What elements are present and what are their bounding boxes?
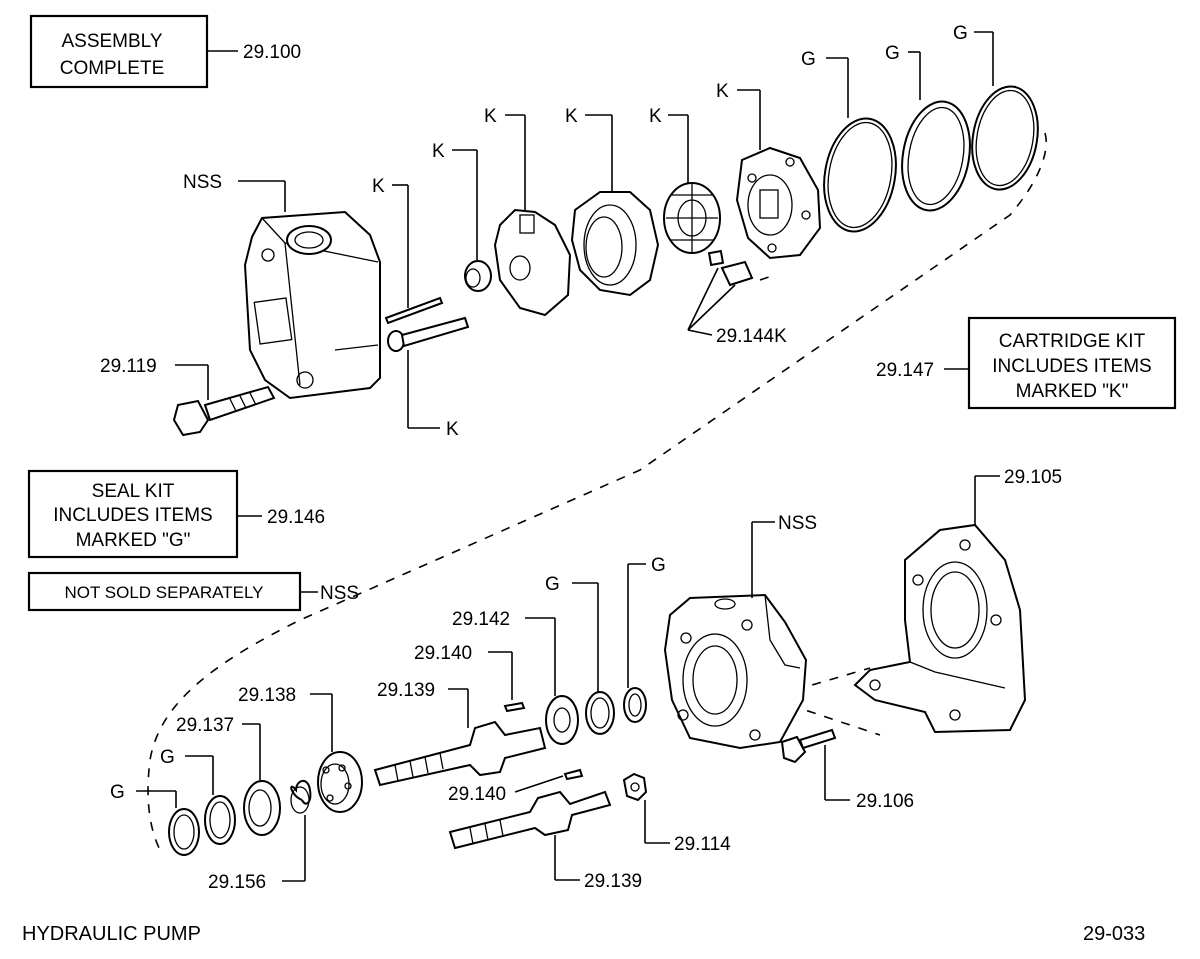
label-k-7: K [716, 81, 729, 102]
label-29-140a: 29.140 [414, 643, 472, 664]
shaft-seal-g1 [623, 687, 647, 723]
svg-text:MARKED "K": MARKED "K" [1016, 381, 1129, 402]
label-g-3: G [953, 23, 968, 44]
label-29-147: 29.147 [876, 360, 934, 381]
screw-29-106 [780, 728, 837, 764]
pin-screw [387, 316, 470, 352]
label-k-2: K [446, 419, 459, 440]
backup-ring [901, 100, 971, 212]
svg-text:CARTRIDGE KIT: CARTRIDGE KIT [999, 331, 1146, 352]
snap-ring-29-156 [290, 780, 312, 814]
svg-text:ASSEMBLY: ASSEMBLY [61, 31, 162, 52]
label-k-3: K [432, 141, 445, 162]
bolt-29-119 [172, 385, 276, 437]
label-29-106: 29.106 [856, 791, 914, 812]
o-ring-g6 [204, 795, 236, 845]
label-29-142: 29.142 [452, 609, 510, 630]
shaft-29-139b [448, 790, 612, 850]
key-29-140a [503, 701, 526, 713]
label-29-146: 29.146 [267, 507, 325, 528]
pressure-plate [493, 208, 572, 317]
svg-text:INCLUDES ITEMS: INCLUDES ITEMS [53, 505, 212, 526]
washer-29-142 [545, 695, 579, 745]
seal-29-137 [243, 780, 281, 836]
svg-text:SEAL KIT: SEAL KIT [92, 481, 175, 502]
bushing [464, 260, 492, 292]
nut-29-114 [622, 772, 648, 802]
label-29-140b: 29.140 [448, 784, 506, 805]
pump-housing [243, 210, 381, 400]
label-29-105: 29.105 [1004, 467, 1062, 488]
label-29-138: 29.138 [238, 685, 296, 706]
pin-long [384, 296, 444, 325]
not-sold-separately-box: NOT SOLD SEPARATELY [27, 571, 302, 612]
label-g-4: G [651, 555, 666, 576]
assembly-complete-box: ASSEMBLY COMPLETE [29, 14, 209, 89]
bearing-29-138 [317, 751, 363, 813]
vanes [707, 249, 754, 287]
shaft-29-139a [373, 720, 547, 787]
shaft-seal-g2 [585, 691, 615, 735]
diagram-code: 29-033 [1083, 923, 1145, 945]
front-housing [663, 593, 808, 750]
o-ring-large-1 [823, 117, 897, 233]
label-g-7: G [110, 782, 125, 803]
label-k-1: K [372, 176, 385, 197]
label-k-4: K [484, 106, 497, 127]
label-nss-mid: NSS [778, 513, 817, 534]
label-29-139a: 29.139 [377, 680, 435, 701]
label-29-156: 29.156 [208, 872, 266, 893]
svg-text:COMPLETE: COMPLETE [60, 58, 165, 79]
o-ring-g7 [168, 808, 200, 856]
label-29-144k: 29.144K [716, 326, 787, 347]
diagram-title: HYDRAULIC PUMP [22, 923, 201, 945]
svg-text:MARKED "G": MARKED "G" [76, 530, 191, 551]
label-29-119: 29.119 [100, 356, 157, 377]
label-29-114: 29.114 [674, 834, 731, 855]
cam-ring [570, 191, 660, 297]
label-k-5: K [565, 106, 578, 127]
label-29-139b: 29.139 [584, 871, 642, 892]
label-29-137: 29.137 [176, 715, 234, 736]
label-nss-ref: NSS [320, 583, 359, 604]
mounting-bracket [853, 523, 1027, 734]
end-cover [735, 146, 822, 260]
rotor [663, 182, 721, 254]
key-29-140b [563, 768, 584, 781]
label-29-100: 29.100 [243, 42, 301, 63]
seal-kit-box: SEAL KIT INCLUDES ITEMS MARKED "G" [27, 469, 239, 559]
svg-text:INCLUDES ITEMS: INCLUDES ITEMS [992, 356, 1151, 377]
label-g-5: G [545, 574, 560, 595]
label-g-6: G [160, 747, 175, 768]
label-g-1: G [801, 49, 816, 70]
label-nss-top: NSS [183, 172, 222, 193]
cartridge-kit-box: CARTRIDGE KIT INCLUDES ITEMS MARKED "K" [967, 316, 1177, 410]
svg-text:NOT SOLD SEPARATELY: NOT SOLD SEPARATELY [64, 583, 263, 602]
label-g-2: G [885, 43, 900, 64]
o-ring-large-2 [971, 85, 1039, 191]
label-k-6: K [649, 106, 662, 127]
